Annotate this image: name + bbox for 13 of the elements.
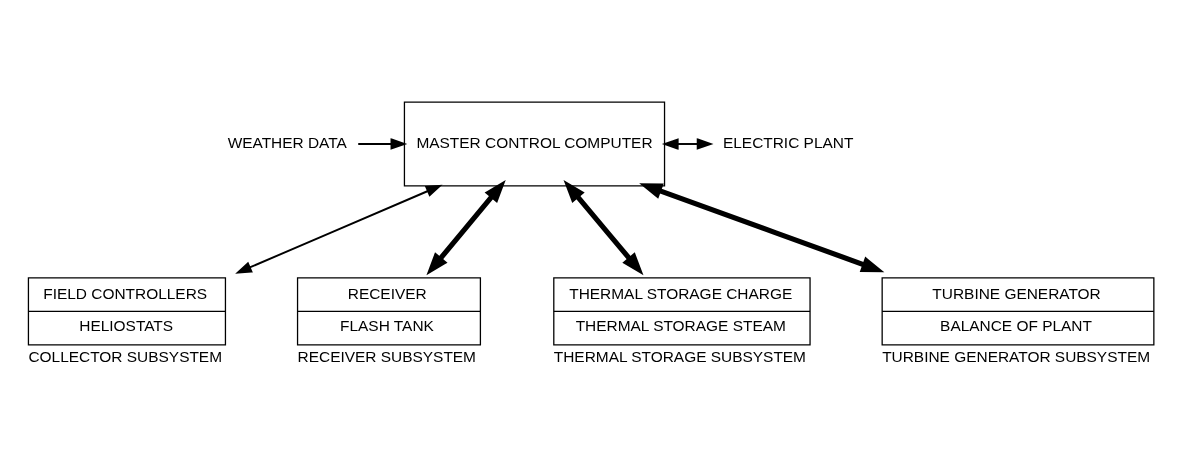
arrow (426, 179, 506, 275)
node-text: WEATHER DATA (227, 133, 347, 151)
node-label: TURBINE GENERATOR SUBSYSTEM (882, 347, 1151, 365)
arrow (639, 182, 885, 272)
node-label: RECEIVER SUBSYSTEM (297, 347, 476, 365)
arrow (661, 137, 714, 150)
arrow (563, 179, 644, 275)
arrow (357, 137, 408, 150)
arrow (235, 184, 443, 274)
node-text: ELECTRIC PLANT (722, 133, 854, 151)
node-label: COLLECTOR SUBSYSTEM (28, 347, 223, 365)
node-label: THERMAL STORAGE SUBSYSTEM (553, 347, 806, 365)
node-box: MASTER CONTROL COMPUTER (403, 101, 666, 186)
